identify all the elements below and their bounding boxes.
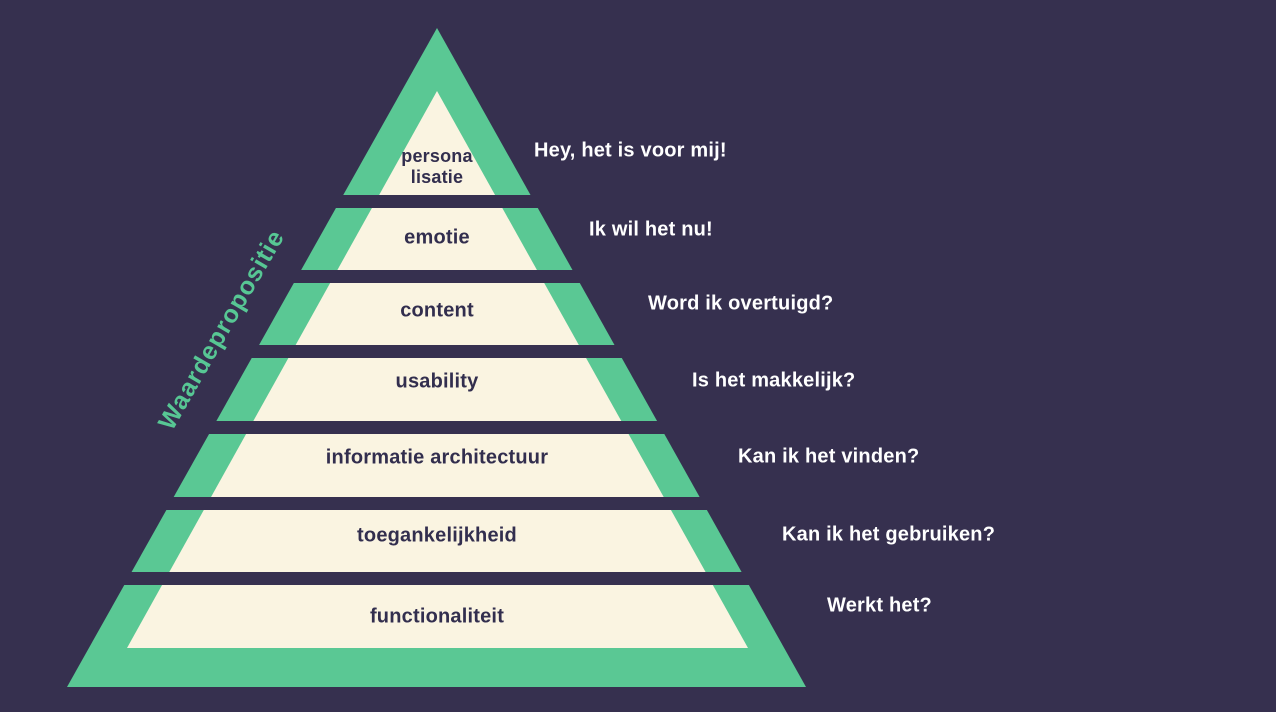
level-annotation-emotie: Ik wil het nu! (589, 218, 713, 241)
pyramid-level-label-emotie: emotie (404, 226, 470, 249)
level-separator-stripe (0, 345, 1276, 358)
pyramid-level-label-functionaliteit: functionaliteit (369, 605, 505, 628)
level-separator-stripe (0, 572, 1276, 585)
pyramid-level-label-informatie-architectuur: informatie architectuur (325, 446, 549, 469)
level-separator-stripe (0, 270, 1276, 283)
pyramid-level-label-content: content (400, 299, 474, 322)
level-separator-stripe (0, 497, 1276, 510)
level-annotation-functionaliteit: Werkt het? (827, 594, 932, 617)
level-annotation-informatie-architectuur: Kan ik het vinden? (738, 445, 920, 468)
level-annotation-personalisatie: Hey, het is voor mij! (534, 139, 727, 162)
level-separator-stripe (0, 195, 1276, 208)
pyramid-level-label-toegankelijkheid: toegankelijkheid (357, 524, 517, 547)
level-separator-stripe (0, 421, 1276, 434)
level-annotation-usability: Is het makkelijk? (692, 369, 856, 392)
level-annotation-toegankelijkheid: Kan ik het gebruiken? (782, 523, 996, 546)
pyramid-level-label-usability: usability (395, 370, 479, 393)
level-annotation-content: Word ik overtuigd? (648, 292, 834, 315)
pyramid-level-label-personalisatie: persona lisatie (401, 146, 473, 187)
